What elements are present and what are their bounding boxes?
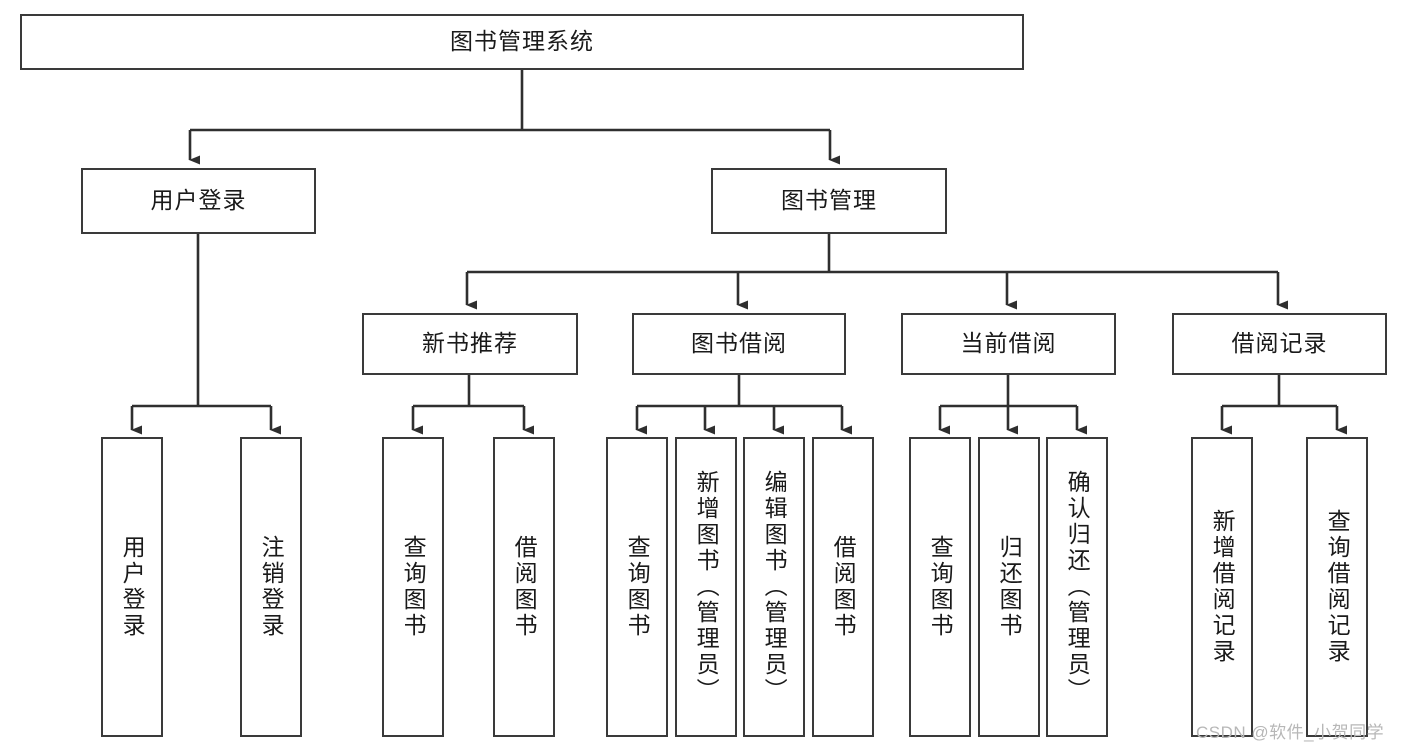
node-label: 新书推荐 xyxy=(422,330,518,357)
node-root-book-management-system[interactable]: 图书管理系统 xyxy=(20,14,1024,70)
node-label: 查询图书 xyxy=(400,535,427,639)
leaf-node-return-book[interactable]: 归还图书 xyxy=(978,437,1040,737)
node-borrow-record[interactable]: 借阅记录 xyxy=(1172,313,1387,375)
leaf-node-add-record[interactable]: 新增借阅记录 xyxy=(1191,437,1253,737)
node-current-borrow[interactable]: 当前借阅 xyxy=(901,313,1116,375)
leaf-node-logout[interactable]: 注销登录 xyxy=(240,437,302,737)
leaf-node-query-book-1[interactable]: 查询图书 xyxy=(382,437,444,737)
node-label: 新增图书（管理员） xyxy=(693,470,720,704)
node-label: 借阅图书 xyxy=(830,535,857,639)
node-new-book-recommendation[interactable]: 新书推荐 xyxy=(362,313,578,375)
node-label: 图书管理系统 xyxy=(450,28,594,55)
node-label: 图书借阅 xyxy=(691,330,787,357)
node-label: 注销登录 xyxy=(258,535,285,639)
node-label: 借阅图书 xyxy=(511,535,538,639)
node-label: 新增借阅记录 xyxy=(1209,509,1236,665)
node-label: 查询图书 xyxy=(927,535,954,639)
node-label: 图书管理 xyxy=(781,187,877,214)
leaf-node-query-book-2[interactable]: 查询图书 xyxy=(606,437,668,737)
node-label: 当前借阅 xyxy=(960,330,1057,357)
node-book-borrow[interactable]: 图书借阅 xyxy=(632,313,846,375)
node-label: 编辑图书（管理员） xyxy=(761,470,788,704)
leaf-node-borrow-book-2[interactable]: 借阅图书 xyxy=(812,437,874,737)
node-label: 借阅记录 xyxy=(1231,330,1328,357)
leaf-node-user-login[interactable]: 用户登录 xyxy=(101,437,163,737)
node-label: 查询借阅记录 xyxy=(1324,509,1351,665)
leaf-node-borrow-book-1[interactable]: 借阅图书 xyxy=(493,437,555,737)
leaf-node-confirm-return[interactable]: 确认归还（管理员） xyxy=(1046,437,1108,737)
node-label: 查询图书 xyxy=(624,535,651,639)
leaf-node-query-book-3[interactable]: 查询图书 xyxy=(909,437,971,737)
node-user-login[interactable]: 用户登录 xyxy=(81,168,316,234)
node-book-manage[interactable]: 图书管理 xyxy=(711,168,947,234)
leaf-node-add-book[interactable]: 新增图书（管理员） xyxy=(675,437,737,737)
node-label: 用户登录 xyxy=(119,535,146,639)
node-label: 确认归还（管理员） xyxy=(1064,470,1091,704)
node-label: 归还图书 xyxy=(996,535,1023,639)
leaf-node-edit-book[interactable]: 编辑图书（管理员） xyxy=(743,437,805,737)
leaf-node-query-record[interactable]: 查询借阅记录 xyxy=(1306,437,1368,737)
node-label: 用户登录 xyxy=(150,187,247,214)
